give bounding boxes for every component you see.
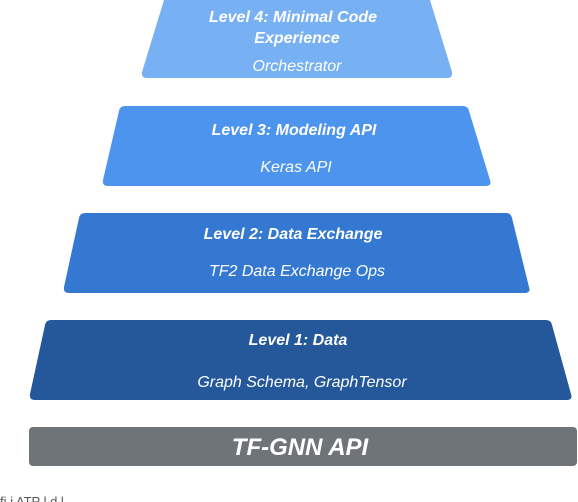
level-1-shape	[29, 320, 572, 400]
level-3-block: Level 3: Modeling API Keras API	[102, 106, 491, 186]
cropped-caption-glyphs: fi i ATP l d l	[0, 494, 64, 502]
level-4-shape	[141, 0, 453, 78]
level-3-shape	[102, 106, 491, 186]
level-4-title-line2: Experience	[254, 30, 339, 47]
level-1-block: Level 1: Data Graph Schema, GraphTensor	[29, 320, 572, 400]
level-1-title: Level 1: Data	[249, 332, 348, 349]
level-2-block: Level 2: Data Exchange TF2 Data Exchange…	[63, 213, 530, 293]
base-bar: TF-GNN API	[29, 427, 577, 466]
base-bar-shape	[29, 427, 577, 466]
level-1-subtitle: Graph Schema, GraphTensor	[197, 374, 407, 391]
level-2-shape	[63, 213, 530, 293]
level-2-subtitle: TF2 Data Exchange Ops	[209, 263, 385, 280]
level-4-subtitle: Orchestrator	[253, 58, 343, 75]
level-4-title-line1: Level 4: Minimal Code	[209, 9, 377, 26]
level-3-subtitle: Keras API	[260, 159, 332, 176]
base-label: TF-GNN API	[232, 434, 370, 461]
level-2-title: Level 2: Data Exchange	[204, 226, 383, 243]
level-3-title: Level 3: Modeling API	[212, 122, 377, 139]
cropped-caption-fragment: fi i ATP l d l	[0, 494, 66, 502]
level-4-block: Level 4: Minimal Code Experience Orchest…	[141, 0, 453, 78]
